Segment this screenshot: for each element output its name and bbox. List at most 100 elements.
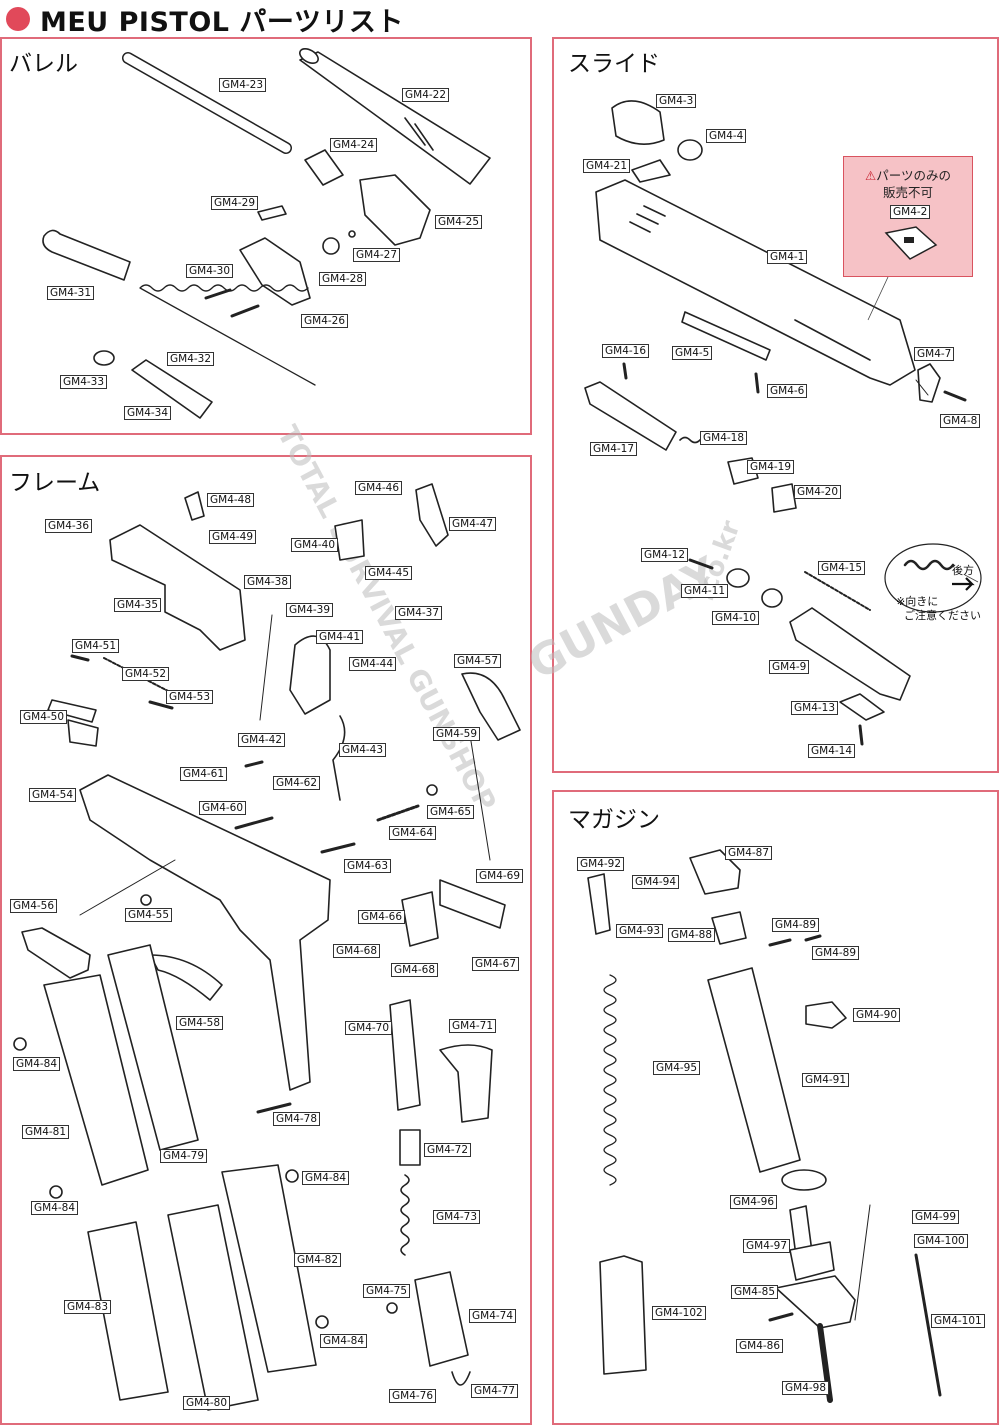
nozzle-housing-drawing <box>584 381 677 451</box>
barrel-lug-drawing <box>239 237 311 306</box>
slide-stop-drawing <box>21 927 91 979</box>
barrel-bushing-drawing <box>304 149 344 186</box>
base-plate-drawing <box>775 1275 856 1329</box>
nozzle-guide-drawing <box>771 483 797 513</box>
part-label-gm4-60: GM4-60 <box>199 801 247 815</box>
part-label-gm4-68-b: GM4-68 <box>391 963 439 977</box>
part-label-gm4-53: GM4-53 <box>166 690 214 704</box>
hammer-drawing <box>289 635 331 715</box>
part-label-gm4-73: GM4-73 <box>433 1210 481 1224</box>
part-label-gm4-26: GM4-26 <box>301 314 349 328</box>
part-label-gm4-4: GM4-4 <box>706 129 747 143</box>
mainspring-housing-drawing <box>389 999 421 1111</box>
part-label-gm4-51: GM4-51 <box>72 639 120 653</box>
follower-spring-guide-drawing <box>587 873 611 935</box>
part-label-gm4-23: GM4-23 <box>219 78 267 92</box>
part-label-gm4-28: GM4-28 <box>319 272 367 286</box>
slide-drawing <box>595 179 916 386</box>
part-label-gm4-5: GM4-5 <box>672 346 713 360</box>
screw-set-drawing <box>13 784 438 1329</box>
magazine-panel <box>552 790 999 1425</box>
sear-spring-drawing <box>332 715 346 801</box>
part-label-gm4-2: GM4-2 <box>890 205 931 219</box>
thumb-safety-drawing <box>401 891 439 947</box>
part-label-gm4-75: GM4-75 <box>363 1284 411 1298</box>
magazine-catch-drawing <box>439 1044 493 1123</box>
trigger-drawing <box>149 954 223 1001</box>
part-label-gm4-85: GM4-85 <box>731 1285 779 1299</box>
barrel-section-title: バレル <box>9 51 78 77</box>
part-label-gm4-10: GM4-10 <box>712 611 760 625</box>
part-label-gm4-89-a: GM4-89 <box>772 918 820 932</box>
bullet-dot-icon <box>6 7 30 31</box>
part-label-gm4-84-b: GM4-84 <box>302 1171 350 1185</box>
grip-panel-a-drawing <box>87 1221 169 1401</box>
part-label-gm4-55: GM4-55 <box>125 908 173 922</box>
part-label-gm4-97: GM4-97 <box>743 1239 791 1253</box>
part-label-gm4-83: GM4-83 <box>64 1300 112 1314</box>
part-label-gm4-93: GM4-93 <box>616 924 664 938</box>
magazine-spring-drawing <box>603 974 617 1186</box>
part-label-gm4-79: GM4-79 <box>160 1149 208 1163</box>
part-label-gm4-41: GM4-41 <box>316 630 364 644</box>
part-label-gm4-63: GM4-63 <box>344 859 392 873</box>
part-label-gm4-27: GM4-27 <box>353 248 401 262</box>
frame-section-title: フレーム <box>9 470 101 496</box>
orientation-note-2: ご注意ください <box>904 609 981 622</box>
magazine-section-title: マガジン <box>568 807 660 833</box>
part-label-gm4-21: GM4-21 <box>583 159 631 173</box>
rear-sight-drawing <box>631 159 671 183</box>
part-label-gm4-42: GM4-42 <box>238 733 286 747</box>
magazine-tool-drawing <box>599 1255 647 1375</box>
part-label-gm4-88: GM4-88 <box>668 928 716 942</box>
slide-panel <box>552 37 999 773</box>
part-label-gm4-101: GM4-101 <box>931 1314 985 1328</box>
part-label-gm4-102: GM4-102 <box>652 1306 706 1320</box>
part-label-gm4-52: GM4-52 <box>122 667 170 681</box>
slide-section-title: スライド <box>568 51 660 77</box>
leader-lines <box>867 276 979 583</box>
part-label-gm4-43: GM4-43 <box>339 743 387 757</box>
part-label-gm4-48: GM4-48 <box>207 493 255 507</box>
part-label-gm4-32: GM4-32 <box>167 352 215 366</box>
spring-plug-drawing <box>131 359 213 419</box>
spring-washer-drawing <box>93 350 115 366</box>
part-label-gm4-100: GM4-100 <box>914 1234 968 1248</box>
part-label-gm4-69: GM4-69 <box>476 869 524 883</box>
slide-part-drawing <box>884 226 938 260</box>
frame-panel <box>0 455 532 1425</box>
part-label-gm4-38: GM4-38 <box>244 575 292 589</box>
extractor-drawing <box>681 311 771 361</box>
part-label-gm4-18: GM4-18 <box>700 431 748 445</box>
part-label-gm4-7: GM4-7 <box>914 347 955 361</box>
spring-direction-drawing <box>903 559 955 571</box>
follower-drawing <box>711 911 747 945</box>
slide-stop-pin-drawing <box>47 699 97 723</box>
page-header: MEU PISTOL パーツリスト <box>6 2 404 38</box>
part-label-gm4-24: GM4-24 <box>330 138 378 152</box>
lanyard-loop-drawing <box>451 1371 471 1386</box>
part-label-gm4-36: GM4-36 <box>45 519 93 533</box>
valve-block-drawing <box>789 1241 835 1281</box>
part-label-gm4-46: GM4-46 <box>355 481 403 495</box>
valve-washer-drawing <box>726 568 750 588</box>
part-label-gm4-39: GM4-39 <box>286 603 334 617</box>
hammer-strut-drawing <box>415 483 449 547</box>
valve-seal-drawing <box>761 588 783 608</box>
fill-valve-drawing <box>805 1001 847 1029</box>
nozzle-cap-drawing <box>611 100 665 145</box>
warning-triangle-icon: ⚠ <box>865 168 877 183</box>
hop-dial-drawing <box>322 237 340 255</box>
part-label-gm4-54: GM4-54 <box>29 788 77 802</box>
part-label-gm4-25: GM4-25 <box>435 215 483 229</box>
part-label-gm4-78: GM4-78 <box>273 1112 321 1126</box>
grip-panel-inner-drawing <box>107 944 199 1151</box>
part-label-gm4-17: GM4-17 <box>590 442 638 456</box>
mainspring-cap-drawing <box>399 1129 421 1166</box>
not-for-sale-warning: ⚠パーツのみの 販売不可 GM4-2 <box>843 156 973 277</box>
cylinder-drawing <box>789 607 911 701</box>
part-label-gm4-80: GM4-80 <box>183 1396 231 1410</box>
direction-arrow-icon <box>952 577 975 591</box>
part-label-gm4-90: GM4-90 <box>853 1008 901 1022</box>
